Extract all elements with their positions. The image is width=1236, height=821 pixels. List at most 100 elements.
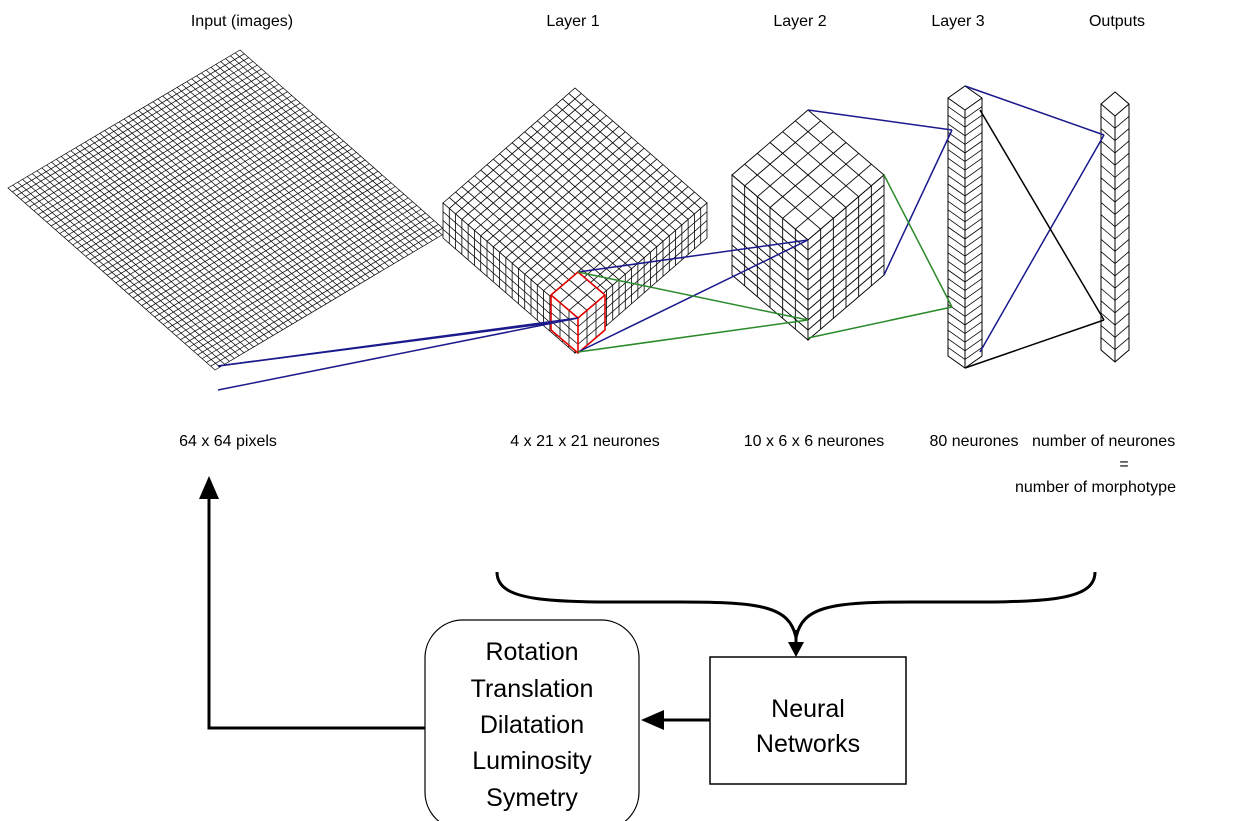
layer3-chevron [964,295,983,309]
neural-networks-line1: Neural [771,695,845,723]
input-grid-face-line [16,57,249,196]
receptive-field-edge [550,294,579,319]
layer1-top-face-line [511,142,645,259]
input-grid-face-line [201,220,435,359]
size-outputs-line1: number of neurones [1032,433,1175,450]
layer1-top-face-line [537,120,670,237]
layer2-right-face-line [807,194,885,261]
layer3-chevron [964,278,983,291]
layer1-top-face-line [499,136,632,253]
connection-layer1-layer2 [577,319,809,353]
connection-lines [217,85,1105,391]
layer1-top-face-line [467,109,601,226]
receptive-left-face-line [550,320,579,345]
input-grid-face-line [33,72,267,212]
layer3-chevron [964,200,983,214]
layer1-top-face-line [518,153,651,270]
size-layer3: 80 neurones [930,433,1019,450]
layer1-top-face-line [549,109,683,226]
input-grid-face-line [119,148,353,287]
input-grid-face-line [81,114,314,253]
layer1-top-face-line [493,131,626,248]
layer2-left-face-line [731,234,809,301]
connection-layer2-layer3 [807,306,953,339]
input-grid-face-line [137,163,370,303]
input-grid-face-line [42,80,275,219]
outputs-chevron [1100,300,1116,314]
layer1-top-face-line [530,164,664,280]
layer3-chevron [964,132,983,145]
outputs-chevron [1114,300,1130,314]
layer1-top-face-line [486,126,620,242]
connection-layer3-outputs [979,134,1105,353]
layer2-right-face-line [807,204,885,271]
input-grid-face-line [154,178,387,318]
outputs-chevron [1100,325,1116,338]
augmentation-item: Rotation [485,638,578,666]
layer1-top-face-line [562,98,695,215]
input-image-grid [7,49,448,371]
augmentation-box [424,619,640,821]
receptive-top-face-line [568,279,597,303]
connection-layer2-layer3 [883,129,953,276]
layer3-chevron [947,295,966,309]
layer3-chevron [947,278,966,291]
layer3-chevron [964,312,983,326]
layer2-top-face-line [769,142,847,208]
input-grid-face-line [63,98,297,238]
input-grid-face-line [128,155,361,295]
outputs-chevron [1100,202,1116,215]
receptive-top-face-line [559,287,588,311]
outputs-chevron [1100,189,1116,203]
brace-arrow-head [788,642,804,657]
outputs-chevron [1114,238,1130,252]
layer3-chevron [964,218,983,231]
layer2-left-face-line [731,214,809,281]
layer2-left-face-line [731,264,809,331]
outputs-chevron [1114,189,1130,203]
layer3-chevron [947,312,966,326]
layer2-left-face-line [731,184,809,251]
layer3-chevron [964,338,983,352]
layer3-chevron [964,166,983,180]
input-grid-face-line [197,216,430,356]
layer3-chevron [947,97,966,111]
outputs-column [1100,91,1130,363]
layer2-right-face-line [807,184,885,251]
layer3-chevron [947,123,966,137]
outputs-chevron [1100,115,1116,129]
layer3-chevron [947,252,966,266]
layer3-chevron [947,166,966,180]
layer3-chevron [964,329,983,343]
input-grid-face-line [124,152,357,291]
input-grid-face-line [29,68,262,208]
connection-layer3-outputs [979,109,1105,321]
header-layer1: Layer 1 [546,13,599,30]
layer3-chevron [964,157,983,171]
input-grid-face-line [25,64,258,204]
layer2-left-face-line [731,224,809,291]
layer1-top-face-line [511,147,645,264]
layer1-top-face-line [449,93,582,209]
nn-to-augmentation-arrow-head [641,710,664,730]
outputs-chevron [1100,140,1116,154]
layer3-chevron [947,235,966,248]
layer3-chevron [947,209,966,223]
layer2-left-face-line [731,204,809,271]
layer2-left-face-line [731,254,809,321]
neural-networks-line2: Networks [756,730,860,758]
input-grid-face-line [141,167,374,306]
outputs-chevron [1100,337,1116,351]
input-grid-face-line [50,87,284,227]
receptive-top-face-line [568,287,597,311]
outputs-chevron [1100,128,1116,141]
layer3-chevron [964,97,983,111]
layer2-right-face-line [807,214,885,281]
outputs-chevron [1114,115,1130,129]
outputs-chevron [1100,214,1116,228]
outputs-chevron [1114,251,1130,264]
input-grid-face-line [76,110,310,249]
input-grid-face-line [167,189,400,329]
size-layer2: 10 x 6 x 6 neurones [744,433,885,450]
layer3-chevron [947,175,966,188]
